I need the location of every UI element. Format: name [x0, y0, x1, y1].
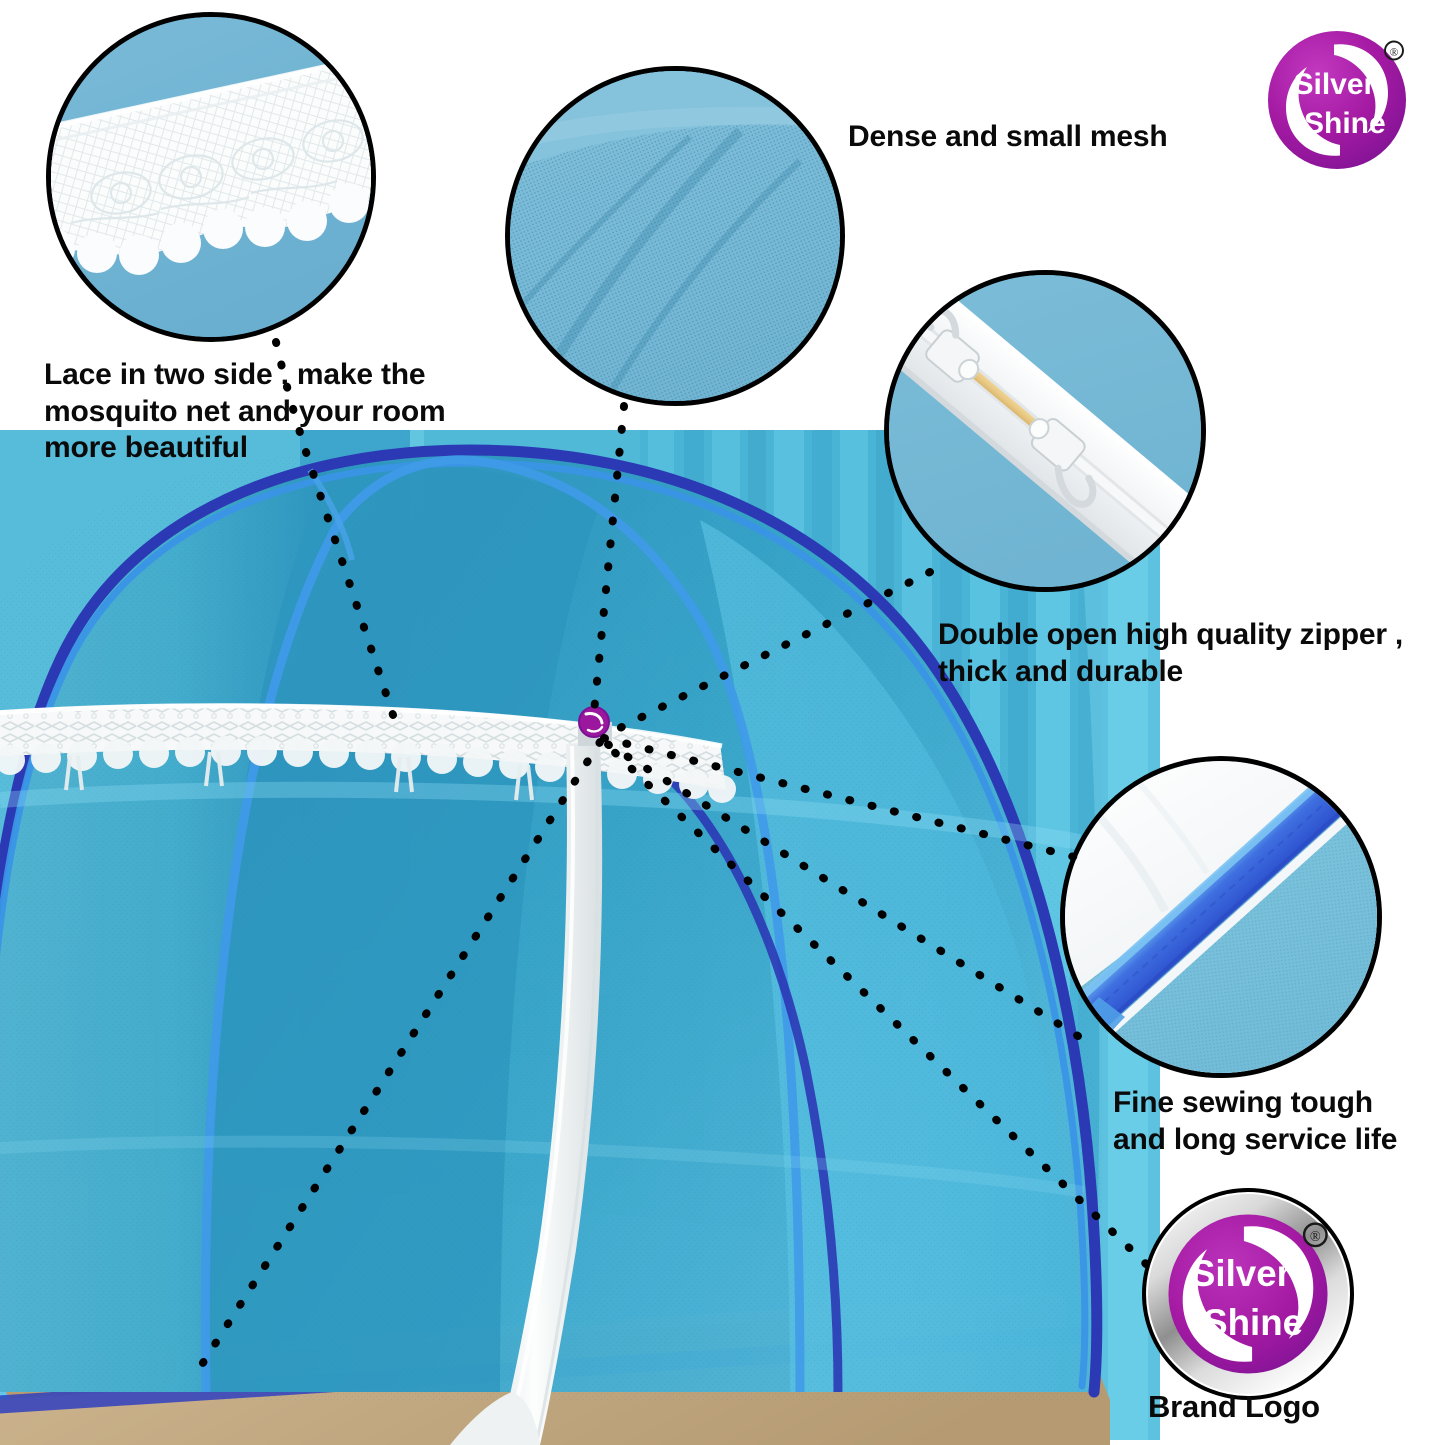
brand-logo-topright: Silver Shine ® [1265, 22, 1415, 172]
callout-label-lace: Lace in two side , make the mosquito net… [44, 358, 446, 465]
leader-right-panel [600, 734, 1098, 866]
registered-mark: ® [1310, 1229, 1321, 1245]
door-brand-badge [578, 706, 612, 746]
detail-circle-lace [46, 12, 376, 342]
leader-zipper [600, 568, 934, 740]
callout-label-sewing: Fine sewing tough and long service life [1113, 1086, 1398, 1156]
registered-mark-top: ® [1390, 47, 1399, 59]
detail-circle-mesh [505, 66, 845, 406]
logo-word-silver-top: Silver [1294, 68, 1376, 101]
detail-circle-brand-logo: Silver Shine ® [1142, 1188, 1354, 1400]
silver-shine-logo: Silver Shine ® [1148, 1194, 1348, 1394]
fine-mesh-photo [510, 71, 840, 401]
door-zipper-tape [450, 742, 603, 1445]
leader-rail [188, 738, 604, 1384]
leader-mesh [590, 402, 628, 716]
mosquito-net-canopy [0, 444, 1103, 1400]
callout-label-mesh: Dense and small mesh [848, 120, 1168, 153]
leader-brand [602, 740, 1150, 1268]
logo-word-silver: Silver [1191, 1253, 1291, 1294]
logo-word-shine: Shine [1203, 1302, 1303, 1343]
detail-circle-zipper [884, 270, 1206, 592]
double-slider-zipper-photo [889, 275, 1201, 587]
callout-label-zipper: Double open high quality zipper , thick … [938, 618, 1404, 688]
leader-lace [302, 448, 398, 722]
zipper-slider-bottom [1028, 418, 1097, 508]
logo-word-shine-top: Shine [1304, 107, 1386, 140]
callout-label-brand: Brand Logo [1148, 1389, 1320, 1424]
silver-shine-logo-mark: Silver Shine ® [1268, 31, 1406, 169]
leader-sewing [600, 738, 1082, 1040]
lace-trim-photo [51, 17, 371, 337]
